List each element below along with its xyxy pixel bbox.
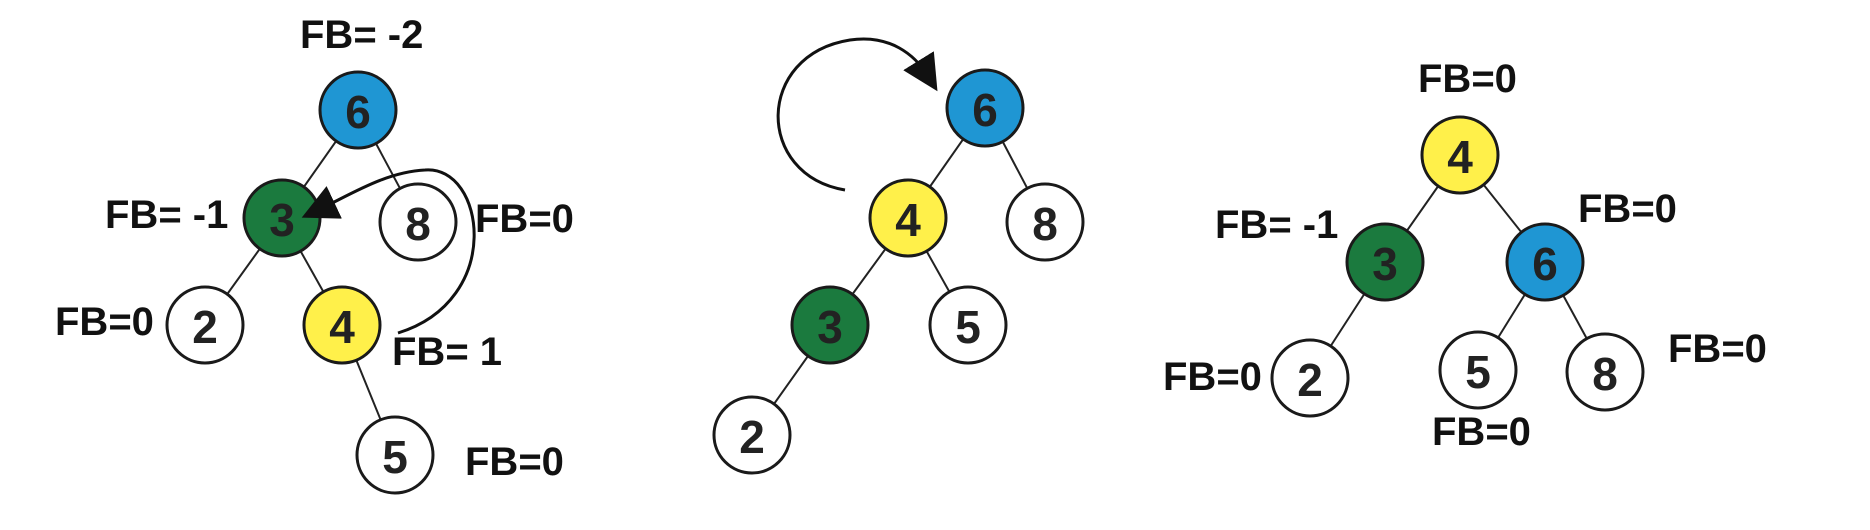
- node-label: 6: [972, 84, 998, 136]
- node-label: 3: [817, 301, 843, 353]
- balance-factor-label: FB=0: [1418, 57, 1517, 101]
- balance-factor-label: FB=0: [1163, 355, 1262, 399]
- node-5: 5: [928, 285, 1008, 365]
- node-circle: [318, 70, 398, 150]
- node-label: 4: [1447, 131, 1473, 183]
- node-label: 5: [382, 431, 408, 483]
- node-circle: [945, 68, 1025, 148]
- node-circle: [302, 285, 382, 365]
- node-label: 5: [1465, 346, 1491, 398]
- node-label: 8: [1592, 348, 1618, 400]
- balance-factor-label: FB=0: [465, 440, 564, 484]
- node-5: 5: [355, 415, 435, 495]
- node-label: 5: [955, 301, 981, 353]
- node-3: 3: [242, 178, 322, 258]
- node-circle: [1438, 330, 1518, 410]
- node-label: 6: [1532, 238, 1558, 290]
- tree-after-left-rotation: 6 4 8 3 5 2: [712, 68, 1085, 475]
- node-circle: [1270, 338, 1350, 418]
- node-circle: [355, 415, 435, 495]
- node-circle: [928, 285, 1008, 365]
- node-label: 6: [345, 86, 371, 138]
- balance-factor-label: FB= -2: [300, 13, 423, 57]
- balance-factor-label: FB=0: [1578, 187, 1677, 231]
- node-label: 4: [329, 301, 355, 353]
- node-circle: [1345, 222, 1425, 302]
- node-label: 4: [895, 194, 921, 246]
- node-label: 2: [1297, 354, 1323, 406]
- node-label: 2: [192, 301, 218, 353]
- node-circle: [712, 395, 792, 475]
- node-label: 2: [739, 411, 765, 463]
- balance-factor-label: FB=0: [475, 197, 574, 241]
- balance-factor-label: FB= -1: [1215, 203, 1338, 247]
- balance-factor-label: FB=0: [1668, 327, 1767, 371]
- node-6: 6: [1505, 222, 1585, 302]
- node-label: 3: [269, 194, 295, 246]
- node-5: 5: [1438, 330, 1518, 410]
- node-label: 8: [405, 198, 431, 250]
- node-circle: [1505, 222, 1585, 302]
- node-circle: [378, 182, 458, 262]
- node-label: 3: [1372, 238, 1398, 290]
- node-circle: [790, 285, 870, 365]
- balance-factor-label: FB= 1: [392, 330, 502, 374]
- node-6: 6: [318, 70, 398, 150]
- balance-factor-label: FB= -1: [105, 193, 228, 237]
- rotation-arrow-right: [776, 37, 938, 192]
- node-3: 3: [790, 285, 870, 365]
- node-8: 8: [1005, 182, 1085, 262]
- balance-factor-label: FB=0: [55, 300, 154, 344]
- node-4: 4: [1420, 115, 1500, 195]
- node-circle: [1420, 115, 1500, 195]
- node-2: 2: [1270, 338, 1350, 418]
- node-label: 8: [1032, 198, 1058, 250]
- node-circle: [165, 285, 245, 365]
- node-2: 2: [712, 395, 792, 475]
- node-3: 3: [1345, 222, 1425, 302]
- node-4: 4: [868, 178, 948, 258]
- node-circle: [868, 178, 948, 258]
- node-2: 2: [165, 285, 245, 365]
- node-4: 4: [302, 285, 382, 365]
- node-8: 8: [378, 182, 458, 262]
- node-circle: [1005, 182, 1085, 262]
- balance-factor-label: FB=0: [1432, 410, 1531, 454]
- rotation-arrow-left: [301, 168, 476, 335]
- node-circle: [1565, 332, 1645, 412]
- node-8: 8: [1565, 332, 1645, 412]
- node-6: 6: [945, 68, 1025, 148]
